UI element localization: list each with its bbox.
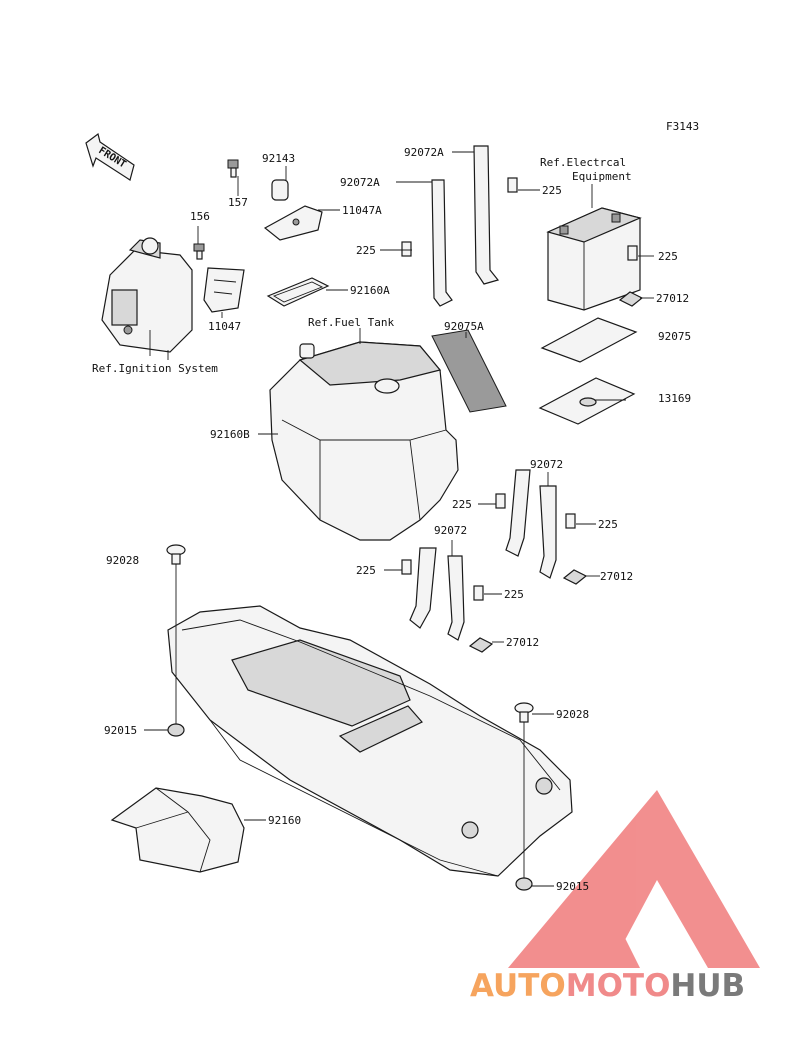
label-225-b: 225 — [542, 184, 562, 197]
label-92072-a: 92072 — [530, 458, 563, 471]
label-92075A: 92075A — [444, 320, 484, 333]
watermark-part1: AUTO — [470, 968, 566, 1004]
label-92072A-mid: 92072A — [340, 176, 380, 189]
label-225-a: 225 — [356, 244, 376, 257]
bolt-225-d — [495, 493, 506, 509]
bolt-157 — [227, 159, 239, 178]
fuel-tank — [269, 341, 459, 541]
label-92075: 92075 — [658, 330, 691, 343]
ref-electrical-line1: Ref.Electrcal — [540, 156, 626, 169]
bolt-225-a — [401, 241, 412, 257]
pad-92160A — [266, 277, 330, 307]
label-13169: 13169 — [658, 392, 691, 405]
label-92160: 92160 — [268, 814, 301, 827]
watermark-part2: MOTO — [566, 968, 671, 1004]
watermark-logo — [508, 790, 760, 968]
front-arrow-icon: FRONT — [85, 132, 135, 181]
collar-92143 — [271, 179, 289, 201]
label-225-e: 225 — [598, 518, 618, 531]
reference-labels: Ref.Electrcal Equipment Ref.Fuel Tank Re… — [92, 156, 632, 375]
label-11047A: 11047A — [342, 204, 382, 217]
grommet-92028-b — [514, 702, 534, 723]
part-labels: 157 156 92143 11047A 11047 92160A 225 92… — [104, 146, 691, 893]
ignition-box — [101, 237, 193, 356]
label-225-f: 225 — [356, 564, 376, 577]
leader-lines — [144, 151, 654, 887]
label-92015-a: 92015 — [104, 724, 137, 737]
clip-27012-b — [562, 569, 588, 585]
label-92072A-top: 92072A — [404, 146, 444, 159]
battery — [546, 207, 642, 311]
label-92143: 92143 — [262, 152, 295, 165]
label-92160A: 92160A — [350, 284, 390, 297]
label-92160B: 92160B — [210, 428, 250, 441]
cover-92160 — [110, 787, 245, 873]
ref-fuel-tank: Ref.Fuel Tank — [308, 316, 394, 329]
bolt-225-f — [401, 559, 412, 575]
ref-electrical-line2: Equipment — [572, 170, 632, 183]
bracket-11047A — [263, 205, 323, 241]
nut-92015-a — [167, 723, 185, 737]
watermark-part3: HUB — [670, 968, 745, 1004]
label-27012-b: 27012 — [600, 570, 633, 583]
grommet-92028-a — [166, 544, 186, 565]
label-92072-b: 92072 — [434, 524, 467, 537]
watermark-triangle — [508, 790, 760, 968]
label-92015-b: 92015 — [556, 880, 589, 893]
strap-92072A-left — [431, 179, 453, 307]
label-157: 157 — [228, 196, 248, 209]
bracket-11047 — [203, 267, 245, 313]
ref-ignition-system: Ref.Ignition System — [92, 362, 218, 375]
clip-27012-c — [468, 637, 494, 653]
label-27012-c: 27012 — [506, 636, 539, 649]
bolt-225-c — [627, 245, 638, 261]
label-92028-b: 92028 — [556, 708, 589, 721]
label-225-g: 225 — [504, 588, 524, 601]
bolt-225-b — [507, 177, 518, 193]
strap-92072A-right — [473, 145, 500, 285]
strap-92072-right — [505, 469, 557, 579]
hull — [167, 605, 573, 877]
label-27012-a: 27012 — [656, 292, 689, 305]
label-156: 156 — [190, 210, 210, 223]
nut-92015-b — [515, 877, 533, 891]
figure-code: F3143 — [666, 120, 699, 133]
bolt-225-g — [473, 585, 484, 601]
label-11047: 11047 — [208, 320, 241, 333]
strap-92072-left — [409, 547, 465, 641]
label-92028-a: 92028 — [106, 554, 139, 567]
sheet-92075A — [431, 329, 507, 413]
bolt-225-e — [565, 513, 576, 529]
bolt-156 — [193, 243, 205, 260]
label-225-c: 225 — [658, 250, 678, 263]
pad-92075 — [540, 317, 638, 363]
watermark-text: AUTOMOTOHUB — [470, 968, 745, 1004]
label-225-d: 225 — [452, 498, 472, 511]
plate-13169 — [538, 377, 636, 425]
